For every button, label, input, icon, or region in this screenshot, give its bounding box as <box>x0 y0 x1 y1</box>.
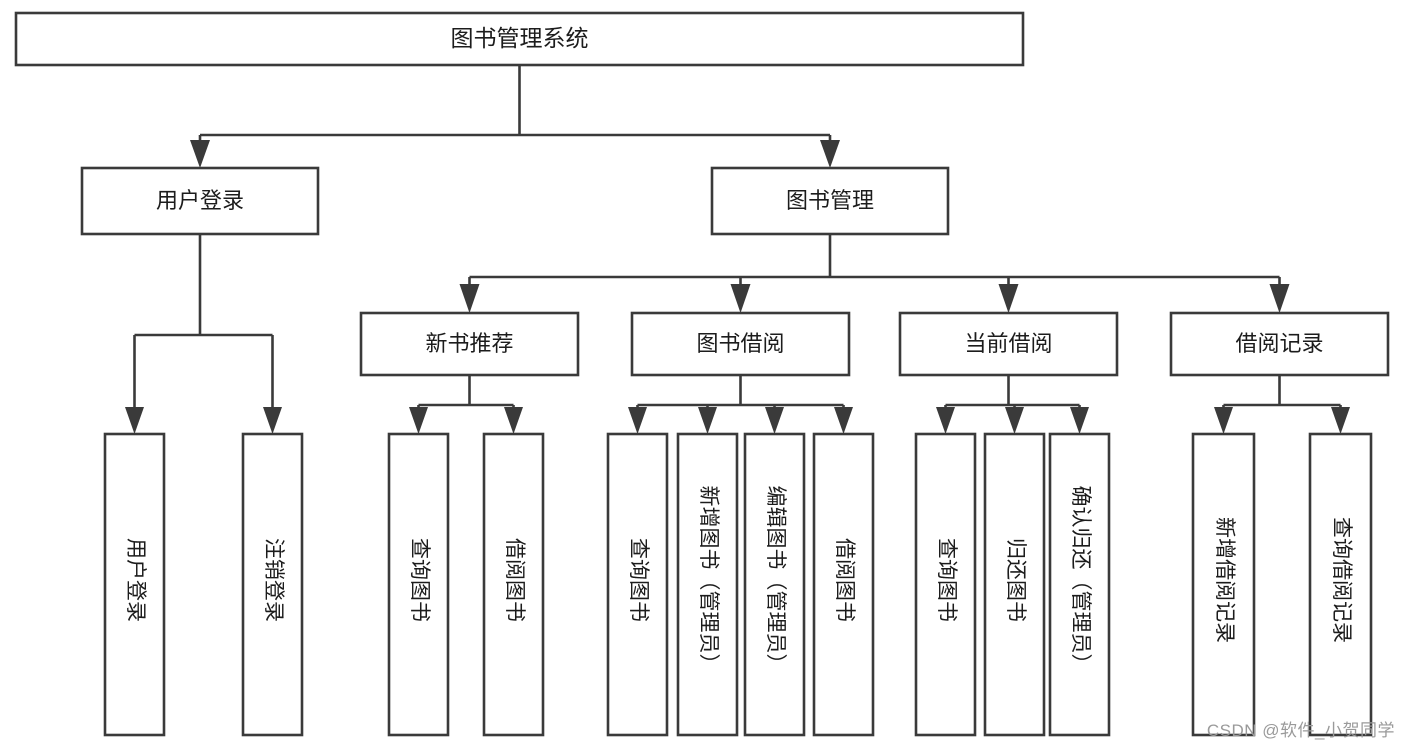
arrow-head-leaf-query-book-a <box>409 407 428 434</box>
node-borrow-record[interactable]: 借阅记录 <box>1169 311 1390 377</box>
arrow-head-leaf-return-book <box>1005 407 1024 434</box>
leaf-user-login[interactable]: 用户登录 <box>103 432 166 737</box>
leaf-logout[interactable]: 注销登录 <box>241 432 304 737</box>
leaf-user-login-label: 用户登录 <box>124 538 147 622</box>
node-root[interactable]: 图书管理系统 <box>14 11 1025 67</box>
arrow-head-current-borrow <box>998 284 1019 313</box>
arrow-head-leaf-user-login <box>125 407 144 434</box>
node-new-book-recommend-box[interactable] <box>359 311 580 377</box>
leaf-return-book[interactable]: 归还图书 <box>983 432 1046 737</box>
leaf-borrow-book-borrow-box[interactable] <box>812 432 875 737</box>
node-current-borrow[interactable]: 当前借阅 <box>898 311 1119 377</box>
node-new-book-recommend[interactable]: 新书推荐 <box>359 311 580 377</box>
arrow-head-leaf-add-book <box>698 407 717 434</box>
arrow-head-new-book-rec <box>459 284 480 313</box>
arrow-head-book-borrow <box>730 284 751 313</box>
node-borrow-record-box[interactable] <box>1169 311 1390 377</box>
leaf-logout-box[interactable] <box>241 432 304 737</box>
leaf-query-book-borrow-box[interactable] <box>606 432 669 737</box>
leaf-query-borrow-record-label: 查询借阅记录 <box>1330 517 1353 643</box>
leaf-borrow-book-newbook[interactable]: 借阅图书 <box>482 432 545 737</box>
leaf-query-book-current-box[interactable] <box>914 432 977 737</box>
leaf-borrow-book-newbook-box[interactable] <box>482 432 545 737</box>
arrow-head-leaf-borrow-book-b <box>834 407 853 434</box>
leaf-query-book-newbook-label: 查询图书 <box>408 538 431 622</box>
leaf-add-book-admin-box[interactable] <box>676 432 739 737</box>
node-user-login-label: 用户登录 <box>156 188 244 213</box>
node-book-borrow-label: 图书借阅 <box>696 331 784 356</box>
node-book-management-label: 图书管理 <box>786 188 874 213</box>
leaf-borrow-book-borrow-label: 借阅图书 <box>833 538 856 622</box>
leaf-return-book-label: 归还图书 <box>1004 538 1027 622</box>
arrow-head-user-login <box>190 140 210 168</box>
node-root-box[interactable] <box>14 11 1025 67</box>
leaf-logout-label: 注销登录 <box>262 538 285 622</box>
leaf-query-book-current-label: 查询图书 <box>935 538 958 622</box>
node-book-borrow[interactable]: 图书借阅 <box>630 311 851 377</box>
arrow-head-leaf-logout <box>263 407 282 434</box>
node-layer: 图书管理系统 用户登录 图书管理 新书推荐 图书借阅 当前 <box>14 11 1390 737</box>
leaf-query-borrow-record-box[interactable] <box>1308 432 1373 737</box>
leaf-add-book-admin[interactable]: 新增图书（管理员） <box>676 432 739 737</box>
node-user-login[interactable]: 用户登录 <box>80 166 320 236</box>
node-book-management[interactable]: 图书管理 <box>710 166 950 236</box>
leaf-add-borrow-record-label: 新增借阅记录 <box>1213 517 1236 643</box>
leaf-add-borrow-record-box[interactable] <box>1191 432 1256 737</box>
leaf-return-book-box[interactable] <box>983 432 1046 737</box>
node-user-login-box[interactable] <box>80 166 320 236</box>
node-new-book-recommend-label: 新书推荐 <box>425 331 513 356</box>
node-borrow-record-label: 借阅记录 <box>1235 331 1323 356</box>
leaf-edit-book-admin[interactable]: 编辑图书（管理员） <box>743 432 806 737</box>
leaf-edit-book-admin-box[interactable] <box>743 432 806 737</box>
node-current-borrow-label: 当前借阅 <box>964 331 1052 356</box>
leaf-query-book-borrow-label: 查询图书 <box>627 538 650 622</box>
leaf-user-login-box[interactable] <box>103 432 166 737</box>
node-book-management-box[interactable] <box>710 166 950 236</box>
leaf-add-borrow-record[interactable]: 新增借阅记录 <box>1191 432 1256 737</box>
arrow-head-leaf-query-book-b <box>628 407 647 434</box>
arrow-head-leaf-borrow-book-a <box>504 407 523 434</box>
node-book-borrow-box[interactable] <box>630 311 851 377</box>
leaf-confirm-return-admin[interactable]: 确认归还（管理员） <box>1048 432 1111 737</box>
leaf-query-borrow-record[interactable]: 查询借阅记录 <box>1308 432 1373 737</box>
connector-layer <box>125 65 1350 434</box>
leaf-query-book-borrow[interactable]: 查询图书 <box>606 432 669 737</box>
leaf-confirm-return-admin-label: 确认归还（管理员） <box>1069 486 1092 675</box>
node-root-label: 图书管理系统 <box>451 25 589 51</box>
arrow-head-leaf-query-record <box>1331 407 1350 434</box>
arrow-head-leaf-add-record <box>1214 407 1233 434</box>
arrow-head-book-mgmt <box>820 140 840 168</box>
node-current-borrow-box[interactable] <box>898 311 1119 377</box>
leaf-add-book-admin-label: 新增图书（管理员） <box>697 486 720 675</box>
leaf-query-book-current[interactable]: 查询图书 <box>914 432 977 737</box>
arrow-head-leaf-query-book-c <box>936 407 955 434</box>
leaf-borrow-book-newbook-label: 借阅图书 <box>503 538 526 622</box>
arrow-head-leaf-edit-book <box>765 407 784 434</box>
arrow-head-borrow-record <box>1269 284 1290 313</box>
arrow-head-leaf-confirm-return <box>1070 407 1089 434</box>
leaf-edit-book-admin-label: 编辑图书（管理员） <box>764 486 787 675</box>
leaf-query-book-newbook-box[interactable] <box>387 432 450 737</box>
leaf-confirm-return-admin-box[interactable] <box>1048 432 1111 737</box>
leaf-query-book-newbook[interactable]: 查询图书 <box>387 432 450 737</box>
leaf-borrow-book-borrow[interactable]: 借阅图书 <box>812 432 875 737</box>
